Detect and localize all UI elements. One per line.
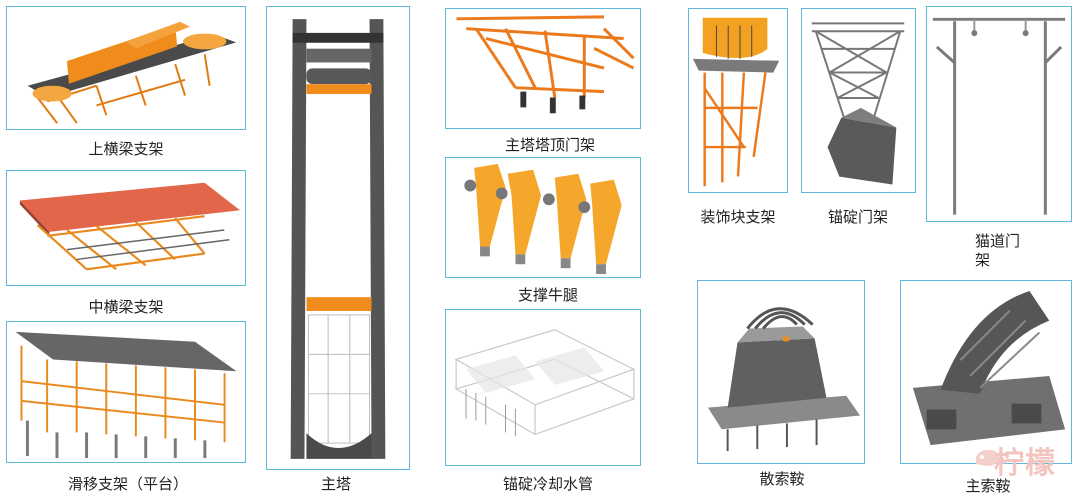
support-bracket-caption: 支撑牛腿 <box>517 286 579 304</box>
tower-top-gantry-illustration <box>456 15 635 114</box>
watermark-text: 柠檬 <box>994 446 1056 481</box>
anchorage-gantry-panel <box>801 8 916 193</box>
anchorage-gantry-illustration <box>811 22 905 185</box>
catwalk-gantry-caption-line1: 猫道门 <box>975 232 1021 250</box>
support-bracket-panel <box>445 157 641 278</box>
decorative-block-support-illustration <box>692 17 780 187</box>
anchorage-cooling-pipe-illustration <box>454 329 636 437</box>
upper-crossbeam-support-illustration <box>27 21 237 124</box>
main-tower-panel <box>266 6 410 470</box>
catwalk-gantry-caption: 猫道门 架 <box>975 232 1020 270</box>
decorative-block-support-caption: 装饰块支架 <box>700 208 776 226</box>
decorative-block-support-panel <box>688 8 788 193</box>
main-saddle-caption: 主索鞍 <box>965 477 1011 495</box>
main-saddle-illustration <box>912 290 1066 446</box>
main-tower-illustration <box>290 19 386 459</box>
middle-crossbeam-support-illustration <box>19 182 241 271</box>
middle-crossbeam-support-caption: 中横梁支架 <box>88 298 164 316</box>
splay-saddle-caption: 散索鞍 <box>759 470 805 488</box>
splay-saddle-panel <box>697 280 865 464</box>
middle-crossbeam-support-panel <box>6 170 246 286</box>
support-bracket-illustration <box>464 163 622 275</box>
anchorage-gantry-caption: 锚碇门架 <box>827 208 889 226</box>
catwalk-gantry-caption-line2: 架 <box>975 251 991 269</box>
anchorage-cooling-pipe-caption: 锚碇冷却水管 <box>502 475 594 493</box>
watermark-logo-icon <box>975 449 999 466</box>
tower-top-gantry-caption: 主塔塔顶门架 <box>504 136 596 154</box>
sliding-support-illustration <box>15 331 237 459</box>
tower-top-gantry-panel <box>445 8 641 129</box>
main-saddle-panel <box>900 280 1072 464</box>
sliding-support-panel <box>6 321 246 463</box>
anchorage-cooling-pipe-panel <box>445 309 641 466</box>
catwalk-gantry-panel <box>926 6 1072 222</box>
main-tower-caption: 主塔 <box>320 475 352 493</box>
upper-crossbeam-support-panel <box>6 6 246 130</box>
catwalk-gantry-illustration <box>932 17 1066 215</box>
upper-crossbeam-support-caption: 上横梁支架 <box>88 140 164 158</box>
splay-saddle-illustration <box>707 307 861 452</box>
sliding-support-caption: 滑移支架（平台） <box>67 475 189 493</box>
